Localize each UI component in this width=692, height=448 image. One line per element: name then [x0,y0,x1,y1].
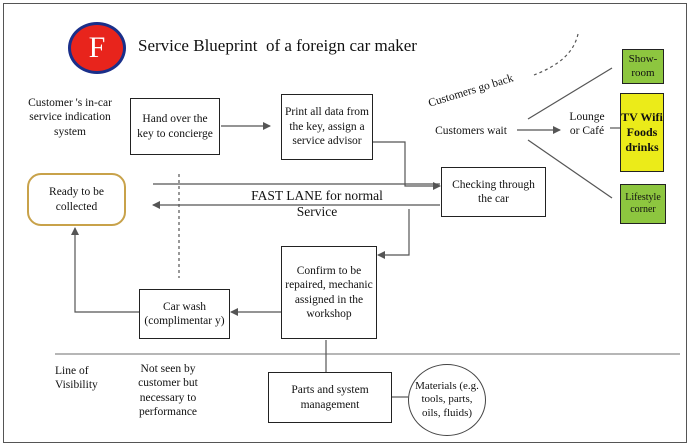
checking-box: Checking through the car [441,167,546,217]
diagram-frame [3,3,687,443]
customers-wait-label: Customers wait [435,125,507,137]
go-back-dashed-curve [533,33,579,76]
materials-circle: Materials (e.g. tools, parts, oils, flui… [408,364,486,436]
confirm-box: Confirm to be repaired, mechanic assigne… [281,246,377,339]
car-wash-box: Car wash (complimentar y) [139,289,230,339]
hand-over-box: Hand over the key to concierge [130,98,220,155]
fan-line-lifestyle [527,139,613,199]
print-data-box: Print all data from the key, assign a se… [281,94,373,160]
tv-wifi-box: TV Wifi Foods drinks [620,93,664,172]
ready-box: Ready to be collected [27,173,126,226]
arrow-carwash-to-ready [71,227,139,313]
lifestyle-box: Lifestyle corner [620,184,666,224]
arrow-print-to-checking [373,141,441,190]
lounge-label: Lounge or Café [569,111,605,138]
arrow-checking-to-confirm [377,209,410,259]
showroom-box: Show-room [622,49,664,84]
not-seen-label: Not seen by customer but necessary to pe… [138,363,198,419]
fast-lane-label: FAST LANE for normal Service [251,188,383,219]
diagram-title: Service Blueprint of a foreign car maker [138,36,417,55]
logo-letter: F [88,31,106,64]
parts-box: Parts and system management [268,372,392,423]
indication-label: Customer 's in-car service indication sy… [28,97,112,138]
logo-badge: F [68,22,126,74]
line-of-visibility-label: Line of Visibility [55,365,98,392]
fan-line-showroom [527,67,613,120]
